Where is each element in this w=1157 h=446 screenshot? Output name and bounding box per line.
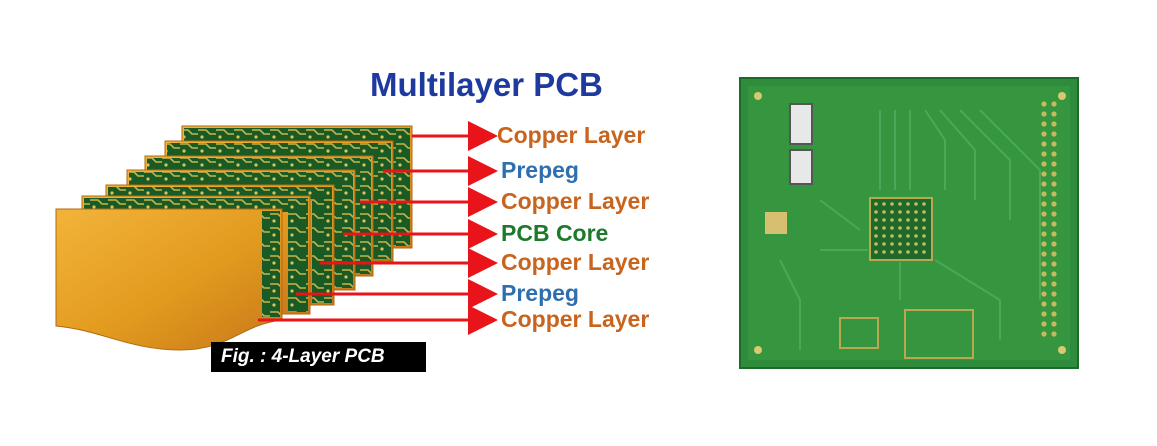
layer-label: Copper Layer [501, 306, 650, 332]
diagram-title: Multilayer PCB [370, 66, 603, 103]
layer-label: Copper Layer [501, 249, 650, 275]
layer-arrows [258, 121, 498, 335]
front-sheet-edge [262, 211, 280, 317]
figure-caption: Fig. : 4-Layer PCB [211, 342, 426, 372]
layer-label: Prepeg [501, 157, 579, 183]
layer-label: PCB Core [501, 220, 609, 246]
front-copper-sheet [55, 208, 283, 351]
layer-label: Copper Layer [501, 188, 650, 214]
layer-sheets [55, 125, 413, 351]
layer-label: Copper Layer [497, 122, 646, 148]
layer-label: Prepeg [501, 280, 579, 306]
green-pcb-photo [739, 77, 1079, 369]
